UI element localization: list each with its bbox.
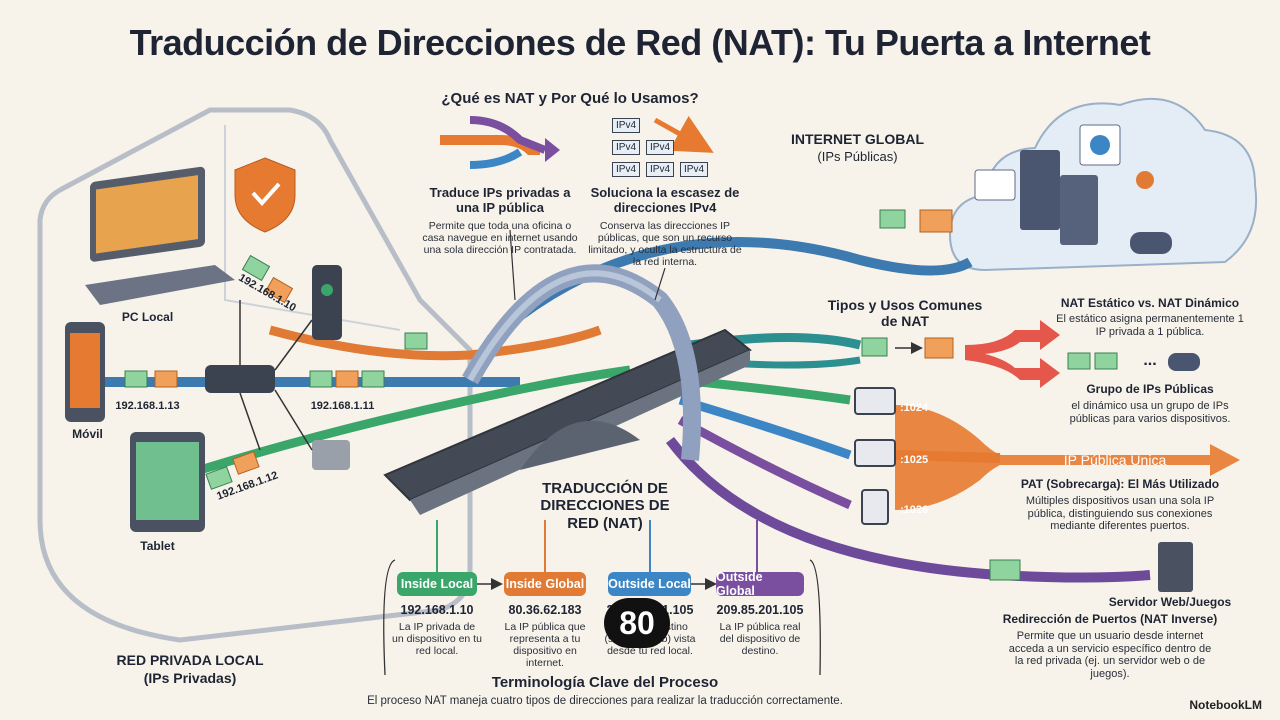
security-shield-icon bbox=[234, 157, 296, 233]
term-ip: 80.36.62.183 bbox=[508, 603, 582, 617]
term-outside-local: Outside Local bbox=[608, 572, 691, 596]
pool-title: Grupo de IPs Públicas bbox=[1086, 382, 1214, 396]
translate-title: Traduce IPs privadas a una IP pública bbox=[429, 185, 571, 215]
line-to-tablet-port bbox=[677, 416, 852, 510]
notebooklm-brand: NotebookLM bbox=[1189, 698, 1262, 712]
port-laptop-icon-1 bbox=[854, 387, 896, 415]
term-desc: La IP pública que representa a tu dispos… bbox=[504, 621, 586, 670]
terms-title: Terminología Clave del Proceso bbox=[491, 674, 719, 691]
ipv4-tag: IPv4 bbox=[612, 118, 641, 133]
port-laptop-icon-2 bbox=[854, 439, 896, 467]
port-1025: :1025 bbox=[900, 454, 929, 466]
ipv4-tag: IPv4 bbox=[612, 162, 641, 177]
server-label: Servidor Web/Juegos bbox=[1108, 595, 1232, 609]
gamepad-icon bbox=[1130, 232, 1172, 254]
line-to-laptop-port bbox=[678, 395, 852, 460]
terms-footer: El proceso NAT maneja cuatro tipos de di… bbox=[367, 695, 843, 707]
line-purple-server bbox=[666, 436, 1151, 583]
translate-desc: Permite que toda una oficina o casa nave… bbox=[422, 220, 578, 257]
private-net-subtitle: (IPs Privadas) bbox=[143, 670, 237, 686]
switch-icon bbox=[312, 440, 350, 470]
ipv4-tag: IPv4 bbox=[646, 140, 675, 155]
gear-icon bbox=[1136, 171, 1154, 189]
envelope-icon bbox=[124, 209, 1118, 581]
pat-arrow bbox=[895, 405, 1240, 510]
port-1026: :1026 bbox=[900, 504, 929, 516]
server-tower-icon bbox=[1158, 542, 1193, 592]
port-forward-title: Redirección de Puertos (NAT Inverse) bbox=[1002, 612, 1218, 626]
internet-title: INTERNET GLOBAL bbox=[791, 131, 924, 147]
port-tablet-icon bbox=[861, 489, 889, 525]
term-inside-global: Inside Global bbox=[504, 572, 586, 596]
private-net-title: RED PRIVADA LOCAL bbox=[116, 652, 264, 668]
pat-title: PAT (Sobrecarga): El Más Utilizado bbox=[1020, 477, 1220, 491]
pat-arrow-label: IP Pública Única bbox=[1063, 452, 1167, 468]
server-rack-icon bbox=[1020, 150, 1060, 230]
mobile-ip: 192.168.1.13 bbox=[115, 400, 180, 412]
term-ip: 192.168.1.10 bbox=[400, 603, 474, 617]
ipv4-tag: IPv4 bbox=[646, 162, 675, 177]
private-network-boundary bbox=[37, 107, 473, 643]
nat-center-label: TRADUCCIÓN DE DIRECCIONES DE RED (NAT) bbox=[540, 480, 670, 532]
center-ip: 192.168.1.11 bbox=[310, 400, 375, 412]
pool-desc: el dinámico usa un grupo de IPs públicas… bbox=[1069, 400, 1231, 425]
page-title: Traducción de Direcciones de Red (NAT): … bbox=[129, 22, 1151, 63]
term-inside-local: Inside Local bbox=[397, 572, 477, 596]
pc-label: PC Local bbox=[121, 310, 174, 324]
scarcity-title: Soluciona la escasez de direcciones IPv4 bbox=[590, 185, 740, 215]
scarcity-desc: Conserva las direcciones IP públicas, qu… bbox=[588, 220, 742, 269]
orange-envelope-icon bbox=[154, 209, 954, 475]
tablet-label: Tablet bbox=[140, 539, 175, 553]
term-desc: La IP pública real del dispositivo de de… bbox=[719, 621, 801, 658]
term-desc: La IP privada de un dispositivo en tu re… bbox=[392, 621, 482, 658]
ipv4-tag: IPv4 bbox=[680, 162, 709, 177]
port-1024: :1024 bbox=[900, 402, 929, 414]
mobile-label: Móvil bbox=[72, 427, 103, 441]
line-green-tablet bbox=[198, 365, 631, 475]
internet-subtitle: (IPs Públicas) bbox=[817, 149, 898, 164]
term-ip: 209.85.201.105 bbox=[716, 603, 804, 617]
overlay-badge: 80 bbox=[604, 598, 670, 648]
ellipsis: ... bbox=[1143, 352, 1157, 369]
line-orange-pc bbox=[268, 325, 602, 361]
modem-icon bbox=[312, 265, 342, 340]
ipv4-tag: IPv4 bbox=[612, 140, 641, 155]
pat-desc: Múltiples dispositivos usan una sola IP … bbox=[1025, 495, 1215, 533]
static-desc: El estático asigna permanentemente 1 IP … bbox=[1056, 313, 1244, 338]
router-icon bbox=[205, 365, 275, 393]
dynamic-arrow bbox=[965, 350, 1060, 388]
static-arrow bbox=[965, 320, 1060, 355]
static-title: NAT Estático vs. NAT Dinámico bbox=[1060, 296, 1240, 310]
term-outside-global: Outside Global bbox=[716, 570, 804, 598]
types-heading: Tipos y Usos Comunes de NAT bbox=[827, 297, 983, 330]
what-is-heading: ¿Qué es NAT y Por Qué lo Usamos? bbox=[441, 90, 699, 107]
port-forward-desc: Permite que un usuario desde internet ac… bbox=[1008, 630, 1212, 680]
browser-window-icon bbox=[974, 169, 1016, 201]
controller-icon bbox=[1168, 353, 1200, 371]
